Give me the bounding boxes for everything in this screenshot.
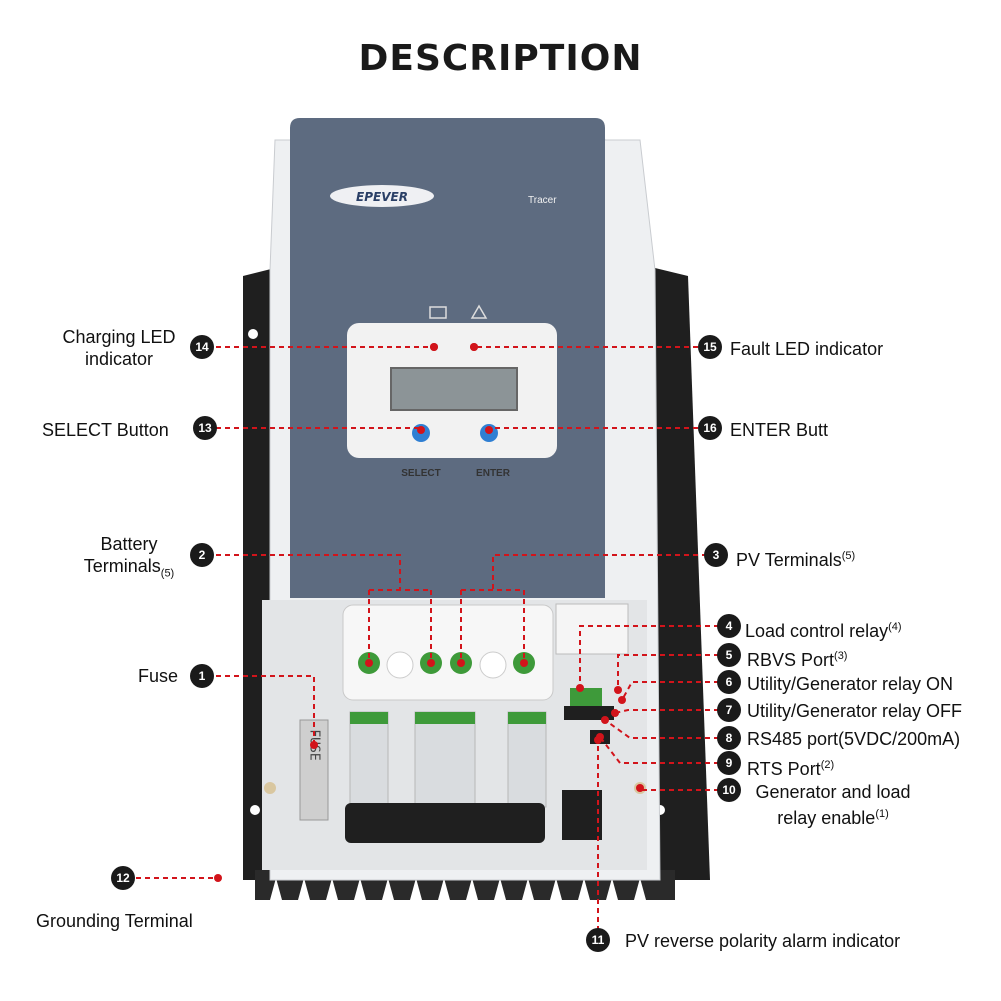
svg-text:15: 15 xyxy=(703,340,717,354)
badge-16: 16 xyxy=(698,416,722,440)
badge-15: 15 xyxy=(698,335,722,359)
svg-text:4: 4 xyxy=(726,619,733,633)
spec-label xyxy=(555,603,629,655)
page-title: DESCRIPTION xyxy=(358,38,643,79)
badges: 14 15 13 16 2 3 1 4 5 6 7 8 9 10 11 12 xyxy=(111,335,741,952)
badge-4: 4 xyxy=(717,614,741,638)
terminal-block: FUSE xyxy=(262,600,647,870)
badge-12: 12 xyxy=(111,866,135,890)
label-select-button: SELECT Button xyxy=(42,420,169,440)
svg-text:8: 8 xyxy=(726,731,733,745)
svg-text:13: 13 xyxy=(198,421,212,435)
svg-text:1: 1 xyxy=(199,669,206,683)
label-grounding-terminal: Grounding Terminal xyxy=(36,911,193,931)
label-fault-led: Fault LED indicator xyxy=(730,339,884,359)
badge-14: 14 xyxy=(190,335,214,359)
badge-8: 8 xyxy=(717,726,741,750)
svg-text:10: 10 xyxy=(722,783,736,797)
badge-7: 7 xyxy=(717,698,741,722)
solar-panel-icon xyxy=(429,306,447,319)
badge-9: 9 xyxy=(717,751,741,775)
leader-lines xyxy=(136,343,728,940)
lcd-screen xyxy=(390,367,518,411)
badge-11: 11 xyxy=(586,928,610,952)
badge-10: 10 xyxy=(717,778,741,802)
svg-text:6: 6 xyxy=(726,675,733,689)
svg-text:3: 3 xyxy=(713,548,720,562)
fuse-holder xyxy=(299,719,329,821)
model-name: Tracer xyxy=(528,195,557,206)
badge-13: 13 xyxy=(193,416,217,440)
svg-text:2: 2 xyxy=(199,548,206,562)
svg-text:5: 5 xyxy=(726,648,733,662)
svg-text:7: 7 xyxy=(726,703,733,717)
svg-text:14: 14 xyxy=(195,340,209,354)
badge-5: 5 xyxy=(717,643,741,667)
svg-text:12: 12 xyxy=(116,871,130,885)
cable-clamp xyxy=(345,803,545,843)
load-relay-connector xyxy=(570,688,602,706)
badge-1: 1 xyxy=(190,664,214,688)
display-bezel xyxy=(347,304,557,458)
label-enter-button: ENTER Butt xyxy=(730,420,829,440)
label-pv-reverse-alarm: PV reverse polarity alarm indicator xyxy=(625,931,901,951)
svg-text:9: 9 xyxy=(726,756,733,770)
label-pv-terminals: PV Terminals(5) xyxy=(736,550,856,570)
enter-caption: ENTER xyxy=(476,468,511,479)
label-relay-on: Utility/Generator relay ON xyxy=(747,674,954,694)
label-rs485-port: RS485 port(5VDC/200mA) xyxy=(747,729,961,749)
label-rts-port: RTS Port(2) xyxy=(747,759,835,779)
badge-2: 2 xyxy=(190,543,214,567)
svg-text:EPEVER: EPEVER xyxy=(356,190,408,204)
svg-text:11: 11 xyxy=(592,933,605,947)
svg-text:16: 16 xyxy=(703,421,717,435)
badge-6: 6 xyxy=(717,670,741,694)
brand-logo: EPEVER xyxy=(330,185,434,207)
label-fuse: Fuse xyxy=(138,666,179,686)
warning-icon xyxy=(470,304,488,319)
select-caption: SELECT xyxy=(401,468,440,479)
label-relay-off: Utility/Generator relay OFF xyxy=(747,701,963,721)
label-load-control-relay: Load control relay(4) xyxy=(745,621,902,641)
label-rbvs-port: RBVS Port(3) xyxy=(747,650,848,670)
badge-3: 3 xyxy=(704,543,728,567)
